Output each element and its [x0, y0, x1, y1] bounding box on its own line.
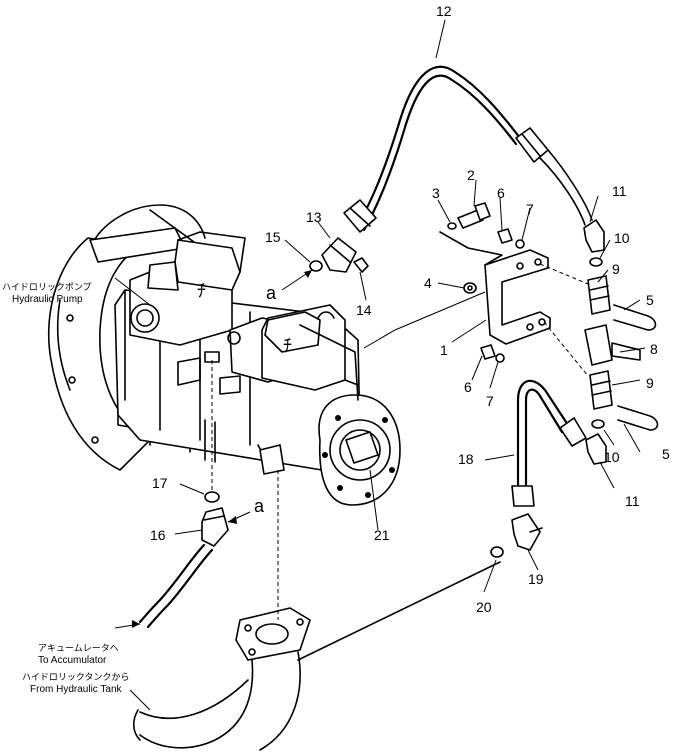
label-hydraulic-pump-jp: ハイドロリックポンプ	[2, 282, 92, 292]
o-ring-17	[204, 491, 220, 503]
callout-6-upper: 6	[497, 185, 505, 201]
callout-10-lower: 10	[604, 449, 620, 465]
check-valve-8	[584, 324, 641, 366]
suction-pipe	[132, 561, 501, 751]
accumulator-hose	[138, 543, 214, 629]
callout-13: 13	[306, 209, 322, 225]
adapter-9-upper	[587, 275, 611, 315]
connection-mark-a-top: a	[266, 283, 277, 303]
elbow-19	[511, 513, 543, 551]
nut-4	[463, 282, 477, 294]
callout-7-upper: 7	[526, 201, 534, 217]
connection-mark-a-bottom: a	[254, 496, 265, 516]
callout-5-upper: 5	[646, 292, 654, 308]
elbow-11-upper	[583, 219, 605, 253]
plug-14	[353, 257, 369, 273]
annotation-labels: ハイドロリックポンプ Hydraulic Pump アキュームレータへ To A…	[2, 282, 129, 695]
adapter-9-lower	[589, 370, 613, 410]
leader-lines	[114, 19, 646, 711]
callout-numbers: 12 2 3 6 7 11 13 15 10 9 4 5 14 1 8 6 7 …	[150, 3, 670, 615]
callout-9-lower: 9	[646, 375, 654, 391]
callout-17: 17	[152, 475, 168, 491]
hose-12	[343, 65, 593, 233]
svg-text:ﾁ: ﾁ	[197, 281, 206, 301]
elbow-11-lower	[585, 433, 607, 465]
callout-7-lower: 7	[486, 393, 494, 409]
callout-4: 4	[424, 275, 432, 291]
callout-3: 3	[432, 185, 440, 201]
o-ring-10-lower	[591, 419, 605, 429]
label-hydraulic-pump-en: Hydraulic Pump	[12, 294, 83, 305]
callout-11-upper: 11	[612, 183, 627, 199]
callout-8: 8	[650, 341, 658, 357]
callout-10-upper: 10	[614, 230, 630, 246]
callout-1: 1	[440, 342, 448, 358]
nut-6-lower	[480, 344, 496, 360]
hose-18	[511, 379, 587, 507]
callout-6-lower: 6	[464, 379, 472, 395]
label-hydraulic-tank-jp: ハイドロリックタンクから	[22, 672, 129, 682]
callout-14: 14	[356, 302, 372, 318]
u-clamp-5-lower	[617, 405, 659, 431]
callout-11-lower: 11	[625, 493, 640, 509]
label-accumulator-en: To Accumulator	[38, 655, 107, 666]
connector-16	[201, 507, 229, 547]
label-accumulator-jp: アキュームレータへ	[38, 643, 119, 653]
callout-19: 19	[528, 571, 544, 587]
callout-9-upper: 9	[612, 261, 620, 277]
callout-15: 15	[265, 229, 281, 245]
washer-3	[447, 222, 457, 230]
svg-text:ﾁ: ﾁ	[283, 336, 292, 356]
washer-7-upper	[515, 239, 525, 249]
o-ring-10-upper	[589, 257, 603, 267]
callout-18: 18	[458, 451, 474, 467]
callout-12: 12	[436, 3, 452, 19]
o-ring-20	[490, 546, 504, 558]
callout-2: 2	[467, 167, 475, 183]
bolt-2	[457, 202, 491, 229]
label-hydraulic-tank-en: From Hydraulic Tank	[30, 684, 123, 695]
bracket-1	[439, 231, 551, 345]
callout-21: 21	[374, 527, 390, 543]
u-clamp-5-upper	[613, 304, 657, 331]
callout-20: 20	[476, 599, 492, 615]
elbow-13	[321, 237, 357, 273]
callout-16: 16	[150, 527, 166, 543]
o-ring-15	[309, 260, 323, 272]
washer-7-lower	[495, 353, 505, 363]
nut-6-upper	[497, 228, 513, 244]
hydraulic-pump-assembly: ﾁ ﾁ	[47, 204, 401, 506]
callout-5-lower: 5	[662, 446, 670, 462]
